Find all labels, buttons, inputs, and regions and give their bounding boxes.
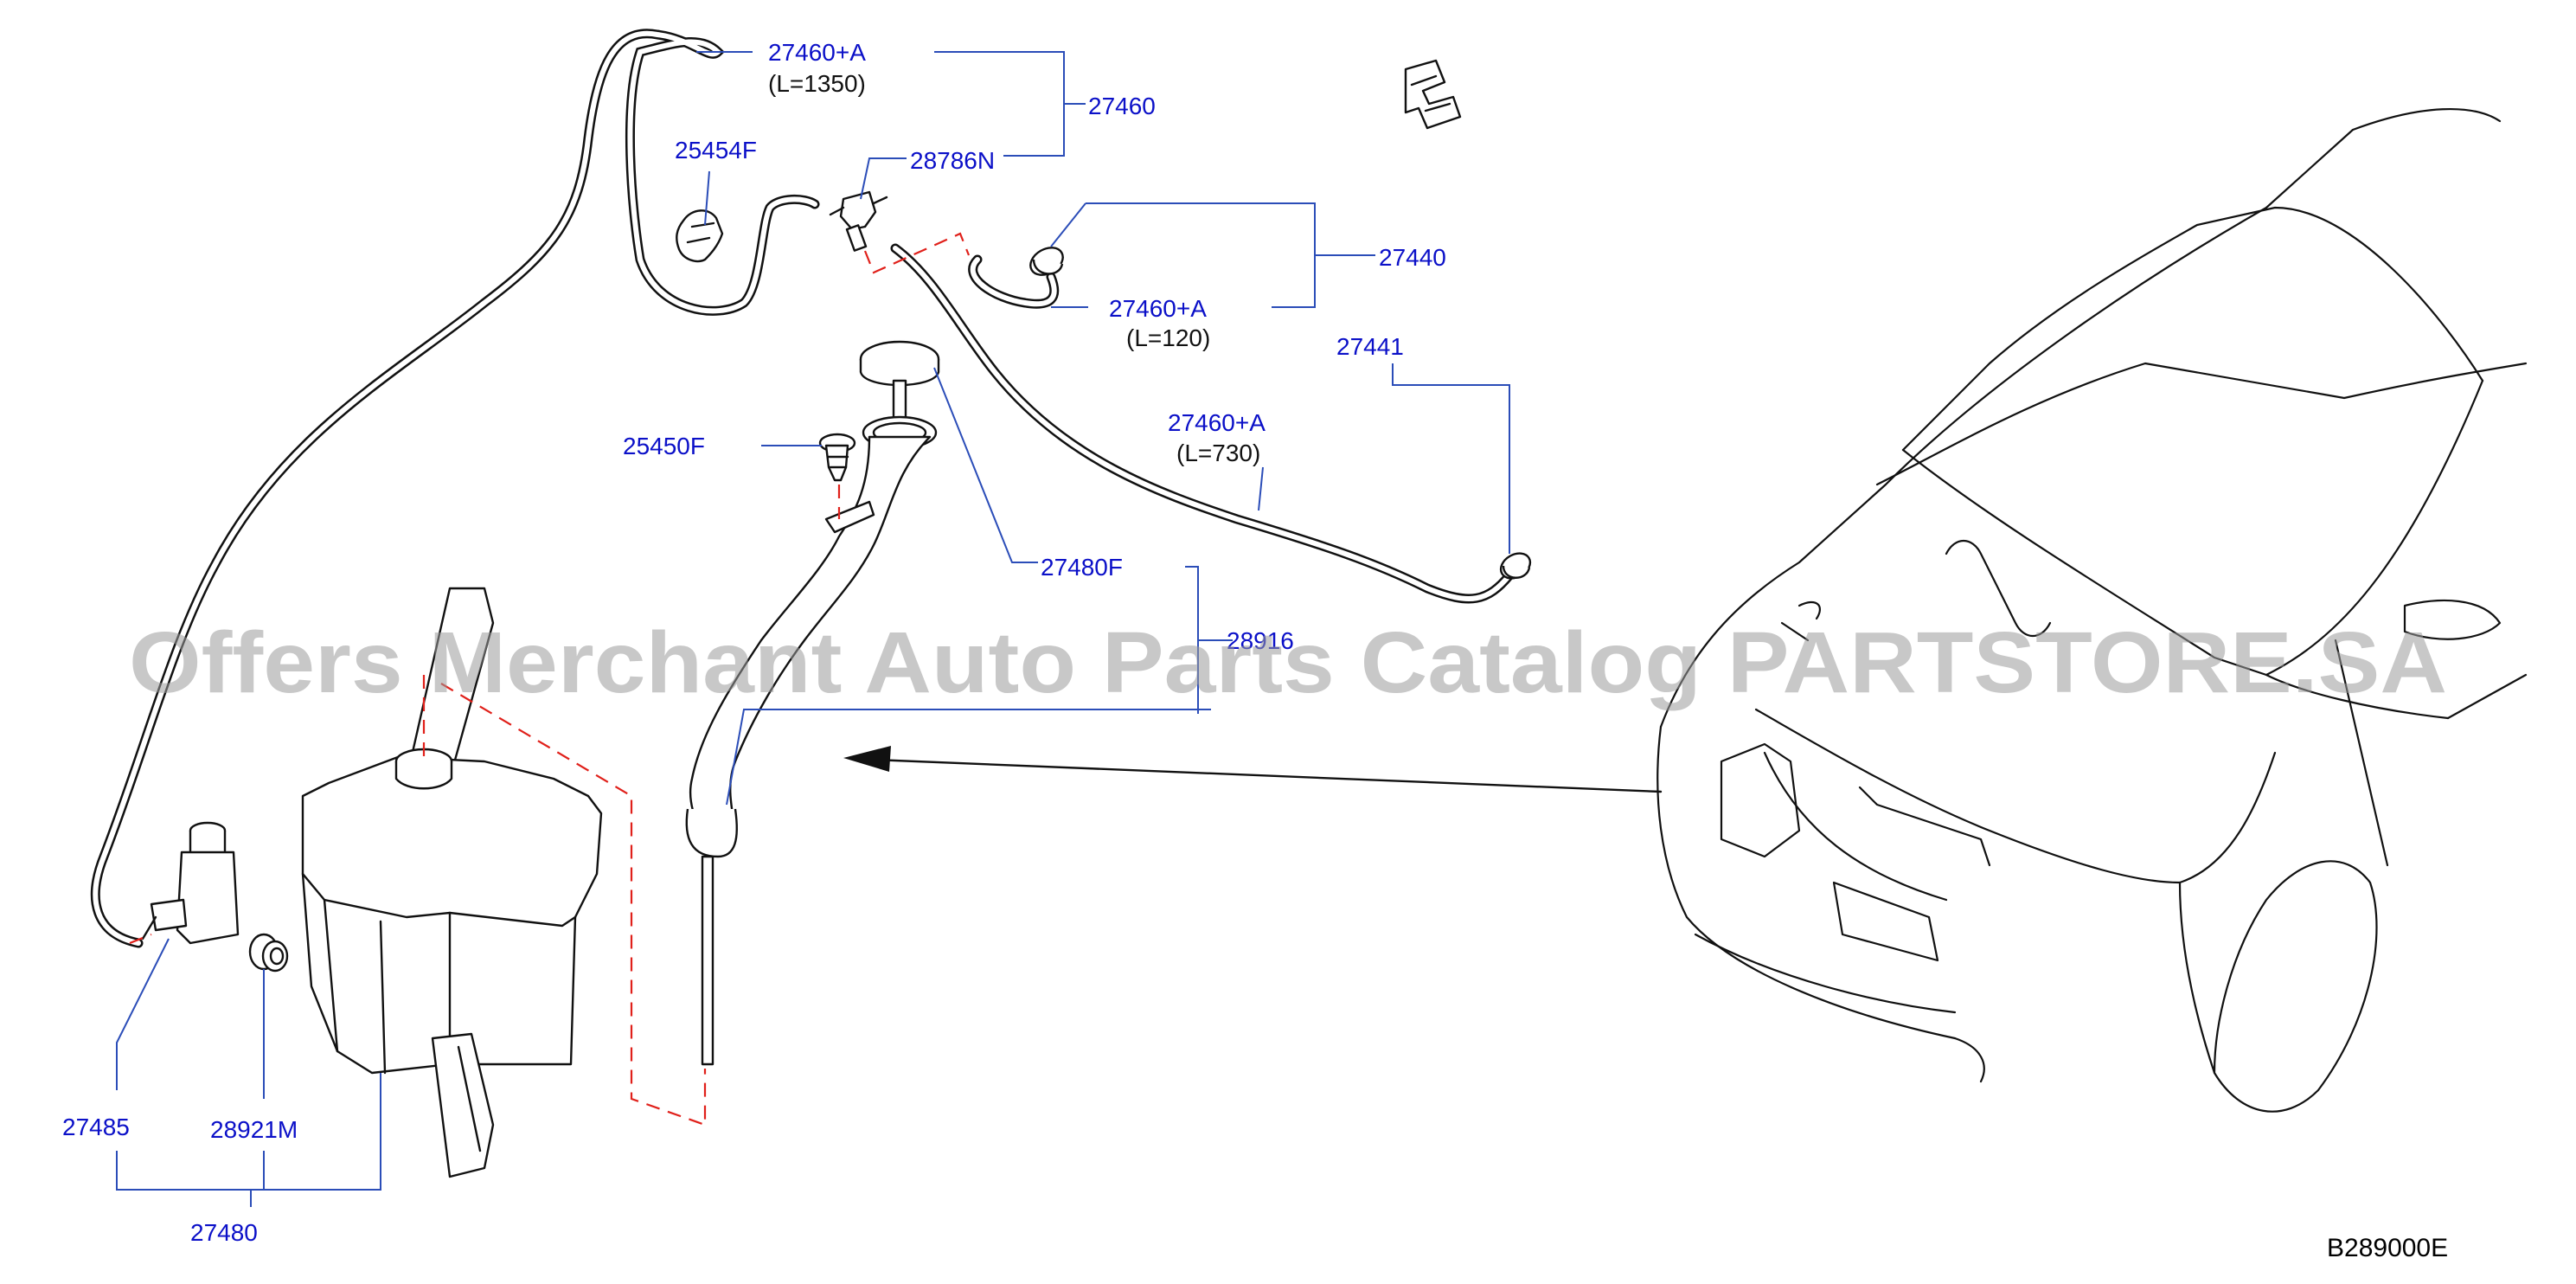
filler-cap-27480f: [859, 340, 940, 450]
washer-nozzle-27440: [1029, 247, 1064, 276]
label-25454f: 25454F: [675, 137, 757, 164]
label-27460a-1350: 27460+A: [768, 39, 866, 66]
hidden-lines: [129, 232, 971, 1127]
label-27460a-120-length: (L=120): [1126, 324, 1210, 351]
label-27441: 27441: [1336, 333, 1404, 360]
label-27485: 27485: [62, 1114, 130, 1140]
clip-25450f: [818, 433, 856, 482]
label-28786n: 28786N: [910, 147, 995, 174]
hose-clip-top: [1404, 59, 1462, 130]
label-27440: 27440: [1379, 244, 1446, 271]
leader-lines: [116, 51, 1510, 1207]
label-27460a-730-length: (L=730): [1176, 440, 1260, 466]
part-labels: 27460+A (L=1350) 27460 25454F 28786N 274…: [62, 39, 2448, 1262]
label-27460: 27460: [1088, 93, 1156, 119]
washer-pump-27485: [141, 821, 240, 945]
filler-neck-tube: [685, 435, 932, 1066]
label-27460a-730: 27460+A: [1168, 409, 1266, 436]
label-25450f: 25450F: [623, 433, 705, 459]
washer-hose-long: [90, 29, 820, 948]
label-27460a-120: 27460+A: [1109, 295, 1207, 322]
label-27480: 27480: [190, 1219, 258, 1246]
grommet-28921m: [248, 933, 289, 973]
label-27460a-1350-length: (L=1350): [768, 70, 866, 97]
watermark-text: Offers Merchant Auto Parts Catalog PARTS…: [129, 614, 2447, 711]
washer-tank-27480: [301, 587, 603, 1178]
label-27480f: 27480F: [1041, 554, 1123, 581]
washer-hose-short: [968, 254, 1060, 309]
reference-arrow: [843, 746, 1663, 793]
washer-hose-rear: [890, 243, 1515, 604]
label-28916: 28916: [1227, 627, 1294, 654]
washer-nozzle-27441: [1499, 552, 1532, 580]
hose-clip-25454f: [676, 209, 724, 263]
vehicle-outline: [1656, 107, 2528, 1113]
label-28921m: 28921M: [210, 1116, 298, 1143]
diagram-code: B289000E: [2327, 1234, 2448, 1262]
check-valve-28786n: [829, 190, 888, 252]
